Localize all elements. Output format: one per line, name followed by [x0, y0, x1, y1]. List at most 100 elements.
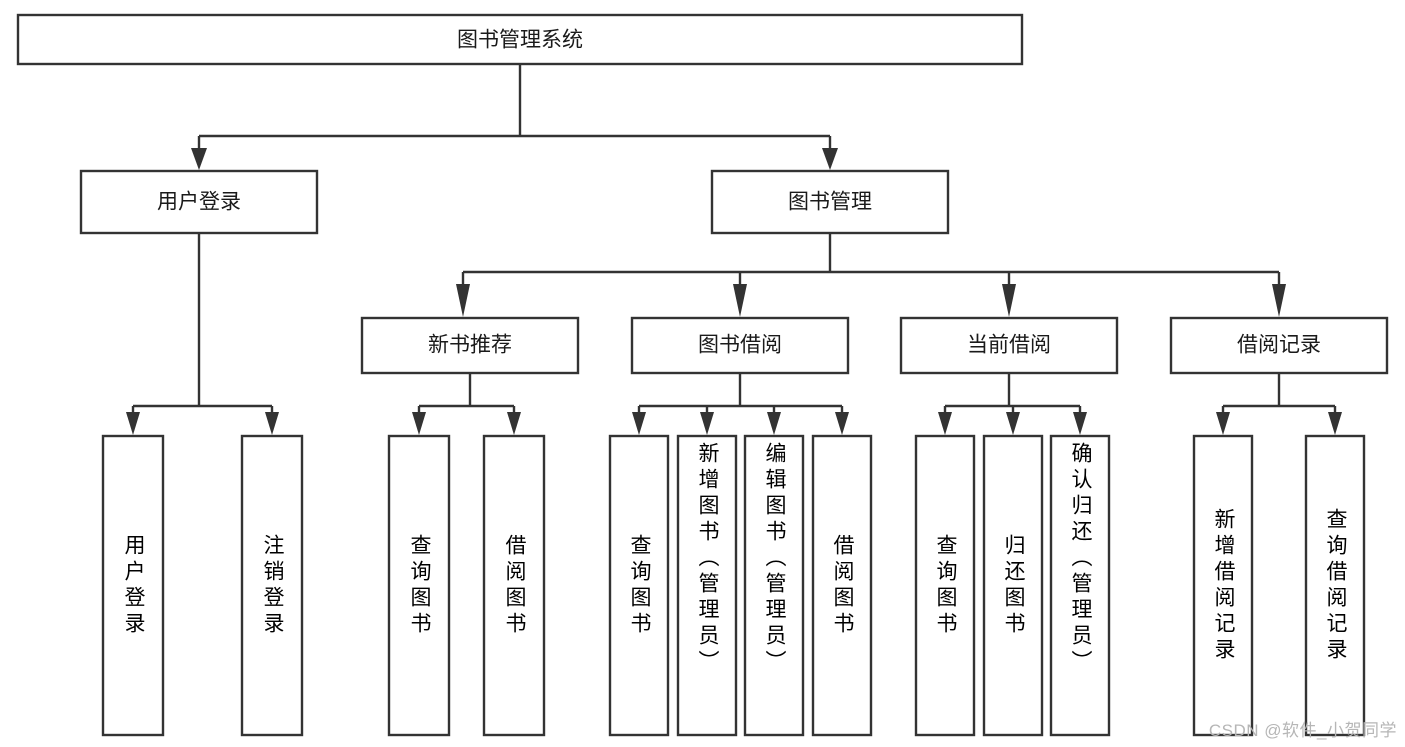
connector-group-new-book-recommend [412, 373, 521, 435]
node-leaf-borrow-book-label: 借阅图书 [831, 533, 854, 638]
node-leaf-borrow-book[interactable]: 借阅图书 [811, 434, 873, 737]
node-leaf-borrow-book-rec[interactable]: 借阅图书 [482, 434, 546, 737]
node-borrow-record-box[interactable] [1169, 316, 1389, 375]
node-leaf-user-login-text-area: 用户登录 [122, 533, 145, 638]
arrow-to-borrow-record [1272, 284, 1286, 317]
node-leaf-borrow-book-rec-text-area: 借阅图书 [503, 533, 526, 638]
arrow-to-leaf-query-book-borrow [632, 412, 646, 435]
connector-group-book-borrow [632, 373, 849, 435]
arrow-to-leaf-query-borrow-record [1328, 412, 1342, 435]
node-leaf-query-borrow-record[interactable]: 查询借阅记录 [1304, 434, 1366, 737]
node-current-borrow[interactable]: 当前借阅 [899, 316, 1119, 375]
node-leaf-query-book-rec[interactable]: 查询图书 [387, 434, 451, 737]
node-leaf-query-book-borrow-box[interactable] [608, 434, 670, 737]
node-leaf-return-book-label: 归还图书 [1002, 533, 1025, 638]
node-user-login-box[interactable] [79, 169, 319, 235]
node-leaf-borrow-book-box[interactable] [811, 434, 873, 737]
node-leaf-query-borrow-record-box[interactable] [1304, 434, 1366, 737]
node-new-book-recommend[interactable]: 新书推荐 [360, 316, 580, 375]
node-leaf-query-book-current-box[interactable] [914, 434, 976, 737]
node-current-borrow-box[interactable] [899, 316, 1119, 375]
arrow-to-leaf-borrow-book [835, 412, 849, 435]
node-leaf-query-borrow-record-text-area: 查询借阅记录 [1324, 507, 1347, 664]
node-leaf-user-logout-text-area: 注销登录 [261, 533, 284, 638]
node-leaf-add-book-admin-box[interactable] [676, 434, 738, 737]
arrow-to-current-borrow [1002, 284, 1016, 317]
arrow-to-new-book-recommend [456, 284, 470, 317]
arrow-to-book-borrow [733, 284, 747, 317]
arrow-to-leaf-edit-book-admin [767, 412, 781, 435]
node-leaf-confirm-return-admin[interactable]: 确认归还（管理员） [1049, 434, 1111, 737]
node-leaf-confirm-return-admin-text-area: 确认归还（管理员） [1069, 442, 1092, 676]
node-leaf-query-book-current-text-area: 查询图书 [934, 533, 957, 638]
node-leaf-borrow-book-rec-label: 借阅图书 [503, 533, 526, 638]
node-leaf-confirm-return-admin-box[interactable] [1049, 434, 1111, 737]
node-borrow-record[interactable]: 借阅记录 [1169, 316, 1389, 375]
node-leaf-add-borrow-record-box[interactable] [1192, 434, 1254, 737]
connector-group-current-borrow [938, 373, 1087, 435]
node-leaf-return-book-box[interactable] [982, 434, 1044, 737]
node-root-label: 图书管理系统 [457, 29, 583, 52]
node-leaf-edit-book-admin[interactable]: 编辑图书（管理员） [743, 434, 805, 737]
node-book-borrow[interactable]: 图书借阅 [630, 316, 850, 375]
node-leaf-query-book-current[interactable]: 查询图书 [914, 434, 976, 737]
node-leaf-query-book-rec-box[interactable] [387, 434, 451, 737]
connector-group-root [191, 64, 838, 170]
node-leaf-return-book[interactable]: 归还图书 [982, 434, 1044, 737]
node-new-book-recommend-box[interactable] [360, 316, 580, 375]
connector-group-book-manage [456, 233, 1286, 317]
node-leaf-add-book-admin[interactable]: 新增图书（管理员） [676, 434, 738, 737]
node-leaf-query-book-rec-text-area: 查询图书 [408, 533, 431, 638]
node-leaf-edit-book-admin-box[interactable] [743, 434, 805, 737]
node-leaf-confirm-return-admin-label: 确认归还（管理员） [1069, 442, 1092, 676]
node-leaf-edit-book-admin-label: 编辑图书（管理员） [763, 442, 786, 676]
node-book-manage[interactable]: 图书管理 [710, 169, 950, 235]
node-leaf-edit-book-admin-text-area: 编辑图书（管理员） [763, 442, 786, 676]
node-leaf-user-logout[interactable]: 注销登录 [240, 434, 304, 737]
arrow-to-leaf-confirm-return-admin [1073, 412, 1087, 435]
csdn-watermark: CSDN @软件_小贺同学 [1208, 721, 1397, 740]
node-leaf-user-logout-box[interactable] [240, 434, 304, 737]
arrow-to-leaf-user-login [126, 412, 140, 435]
arrow-to-leaf-query-book-current [938, 412, 952, 435]
node-leaf-user-login-label: 用户登录 [122, 533, 145, 638]
node-root[interactable]: 图书管理系统 [16, 13, 1024, 66]
arrow-to-user-login [191, 148, 207, 170]
node-leaf-return-book-text-area: 归还图书 [1002, 533, 1025, 638]
node-leaf-add-borrow-record[interactable]: 新增借阅记录 [1192, 434, 1254, 737]
node-borrow-record-label: 借阅记录 [1237, 334, 1321, 357]
node-leaf-query-book-rec-label: 查询图书 [408, 533, 431, 638]
arrow-to-leaf-borrow-book-rec [507, 412, 521, 435]
node-leaf-add-borrow-record-text-area: 新增借阅记录 [1212, 507, 1235, 664]
node-book-manage-label: 图书管理 [788, 191, 872, 214]
node-book-borrow-label: 图书借阅 [698, 334, 782, 357]
arrow-to-leaf-add-book-admin [700, 412, 714, 435]
connector-group-user-login [126, 233, 279, 435]
node-leaf-query-book-borrow-label: 查询图书 [628, 533, 651, 638]
node-leaf-borrow-book-text-area: 借阅图书 [831, 533, 854, 638]
connector-group-borrow-record [1216, 373, 1342, 435]
node-leaf-query-book-borrow-text-area: 查询图书 [628, 533, 651, 638]
arrow-to-leaf-user-logout [265, 412, 279, 435]
node-root-box[interactable] [16, 13, 1024, 66]
arrow-to-leaf-add-borrow-record [1216, 412, 1230, 435]
node-leaf-query-book-borrow[interactable]: 查询图书 [608, 434, 670, 737]
node-leaf-borrow-book-rec-box[interactable] [482, 434, 546, 737]
node-new-book-recommend-label: 新书推荐 [428, 334, 512, 357]
node-user-login-label: 用户登录 [157, 191, 241, 214]
node-book-borrow-box[interactable] [630, 316, 850, 375]
node-leaf-query-borrow-record-label: 查询借阅记录 [1324, 507, 1347, 664]
node-book-manage-box[interactable] [710, 169, 950, 235]
node-leaf-user-login-box[interactable] [101, 434, 165, 737]
node-leaf-add-book-admin-label: 新增图书（管理员） [696, 442, 719, 676]
node-leaf-user-login[interactable]: 用户登录 [101, 434, 165, 737]
arrow-to-leaf-return-book [1006, 412, 1020, 435]
node-leaf-query-book-current-label: 查询图书 [934, 533, 957, 638]
node-leaf-add-book-admin-text-area: 新增图书（管理员） [696, 442, 719, 676]
node-user-login[interactable]: 用户登录 [79, 169, 319, 235]
node-leaf-add-borrow-record-label: 新增借阅记录 [1212, 507, 1235, 664]
arrow-to-book-manage [822, 148, 838, 170]
node-leaf-user-logout-label: 注销登录 [261, 533, 284, 638]
